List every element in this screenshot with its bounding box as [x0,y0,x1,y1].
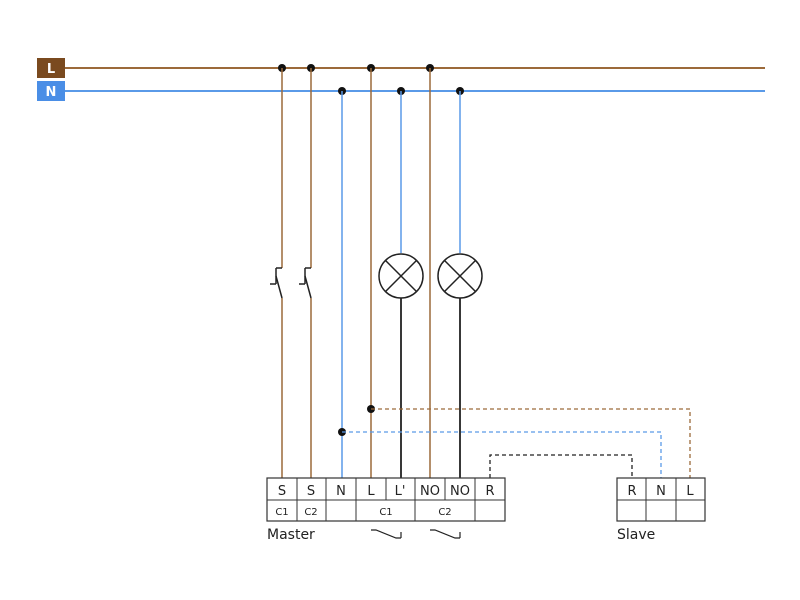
master-terminal: NO [420,484,440,499]
slave-terminal: R [627,484,636,499]
master-terminal: S [278,484,286,499]
master-terminal-block: S S N L L' NO NO R C1 C2 C1 C2 [266,477,506,522]
master-terminal: N [336,484,346,499]
master-caption: Master [267,527,315,543]
slave-terminal: L [686,484,694,499]
live-rail-label: L [47,62,55,77]
live-rail-tag: L [37,58,65,78]
relay-contact-icon [430,529,461,539]
relay-contact-icon [371,529,402,539]
slave-neutral-link [342,431,662,478]
slave-r-link [489,454,633,478]
master-terminal: NO [450,484,470,499]
neutral-rail-tag: N [37,81,65,101]
slave-terminal: N [656,484,666,499]
switch-icon [299,267,312,299]
slave-live-link [371,408,691,478]
slave-caption: Slave [617,527,655,543]
switch-icon [270,267,283,299]
slave-terminal-block: R N L [616,477,706,522]
channel-label: C1 [275,507,288,518]
lamp-icon [437,253,483,299]
channel-label: C1 [379,507,392,518]
neutral-rail-label: N [46,85,57,100]
channel-label: C2 [304,507,317,518]
channel-label: C2 [438,507,451,518]
master-terminal: R [485,484,494,499]
lamp-icon [378,253,424,299]
master-terminal: L [367,484,375,499]
master-terminal: L' [395,484,406,499]
master-terminal: S [307,484,315,499]
